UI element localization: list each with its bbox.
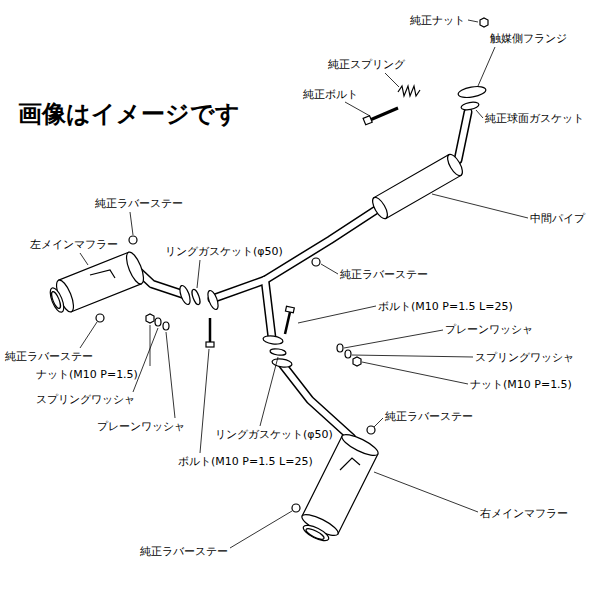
- part-label: リングガスケット(φ50): [165, 245, 283, 258]
- part-label: ボルト(M10 P=1.5 L=25): [178, 455, 313, 468]
- part-label: ナット(M10 P=1.5): [470, 378, 572, 391]
- part-label: 純正スプリング: [328, 58, 405, 71]
- part-label: 中間パイプ: [530, 212, 585, 225]
- part-label: スプリングワッシャ: [36, 393, 135, 406]
- part-label: プレーンワッシャ: [97, 420, 185, 433]
- part-label: 純正ラバーステー: [385, 410, 473, 423]
- part-label: 触媒側フランジ: [490, 32, 567, 45]
- part-label: スプリングワッシャ: [475, 351, 574, 364]
- part-label: 純正ラバーステー: [340, 268, 428, 281]
- part-label: 純正ラバーステー: [95, 197, 183, 210]
- part-label: 右メインマフラー: [480, 507, 568, 520]
- part-label: ナット(M10 P=1.5): [36, 368, 138, 381]
- part-label: 純正ボルト: [303, 88, 358, 101]
- part-label: プレーンワッシャ: [445, 323, 533, 336]
- part-label: 左メインマフラー: [30, 238, 118, 251]
- part-label: 純正球面ガスケット: [485, 112, 584, 125]
- part-label: ボルト(M10 P=1.5 L=25): [378, 300, 513, 313]
- part-label: 純正ナット: [410, 14, 465, 27]
- part-label: 純正ラバーステー: [5, 350, 93, 363]
- part-label: 純正ラバーステー: [140, 545, 228, 558]
- part-label: リングガスケット(φ50): [215, 428, 333, 441]
- image-note-title: 画像はイメージです: [18, 100, 240, 128]
